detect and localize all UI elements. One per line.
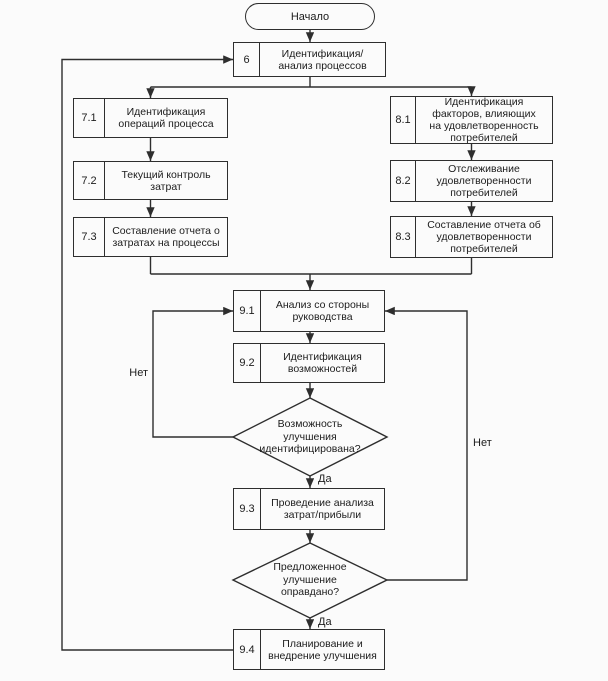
decision-2-label: Предложенное улучшение оправдано?: [273, 561, 347, 599]
process-box-93: 9.3 Проведение анализа затрат/прибыли: [233, 488, 385, 530]
process-box-82-label: Отслеживание удовлетворенности потребите…: [436, 163, 532, 199]
process-box-6: 6 Идентификация/ анализ процессов: [233, 42, 386, 77]
start-terminator: Начало: [245, 3, 375, 30]
process-box-92-number: 9.2: [234, 344, 261, 382]
decision-1-diamond: [231, 397, 389, 477]
process-box-6-number: 6: [234, 43, 260, 76]
process-box-91: 9.1 Анализ со стороны руководства: [233, 290, 385, 332]
process-box-82: 8.2 Отслеживание удовлетворенности потре…: [390, 160, 553, 202]
process-box-73: 7.3 Составление отчета о затратах на про…: [73, 217, 228, 257]
edge-decision2-no-loop: [385, 306, 468, 581]
edge-label-yes-2: Да: [318, 616, 332, 628]
process-box-72-label: Текущий контроль затрат: [121, 168, 211, 193]
process-box-92-label: Идентификация возможностей: [283, 351, 362, 375]
decision-2-diamond: [231, 542, 389, 619]
edge-label-yes-1: Да: [318, 473, 332, 485]
start-label: Начало: [290, 10, 330, 23]
process-box-71-number: 7.1: [74, 99, 105, 137]
process-box-72-number: 7.2: [74, 162, 105, 199]
process-box-94: 9.4 Планирование и внедрение улучшения: [233, 629, 385, 670]
process-box-82-number: 8.2: [391, 161, 416, 201]
decision-1-label: Возможность улучшения идентифицирована?: [259, 418, 361, 456]
process-box-92: 9.2 Идентификация возможностей: [233, 343, 385, 383]
process-box-73-number: 7.3: [74, 218, 105, 256]
process-box-94-number: 9.4: [234, 630, 261, 669]
process-box-81: 8.1 Идентификация факторов, влияющих на …: [390, 96, 553, 144]
process-box-91-label: Анализ со стороны руководства: [275, 299, 370, 323]
process-box-93-number: 9.3: [234, 489, 261, 529]
process-box-91-number: 9.1: [234, 291, 261, 331]
edge-94-feedback-to-6: [61, 55, 233, 651]
process-box-71-label: Идентификация операций процесса: [118, 106, 214, 130]
process-box-83: 8.3 Составление отчета об удовлетворенно…: [390, 216, 553, 258]
process-box-6-label: Идентификация/ анализ процессов: [278, 47, 367, 72]
process-box-71: 7.1 Идентификация операций процесса: [73, 98, 228, 138]
process-box-83-number: 8.3: [391, 217, 416, 257]
process-box-93-label: Проведение анализа затрат/прибыли: [271, 497, 374, 521]
edge-label-no-right: Нет: [473, 437, 492, 449]
process-box-73-label: Составление отчета о затратах на процесс…: [112, 225, 220, 249]
process-box-94-label: Планирование и внедрение улучшения: [268, 637, 377, 662]
process-box-81-label: Идентификация факторов, влияющих на удов…: [429, 96, 539, 144]
edge-label-no-left: Нет: [129, 367, 148, 379]
process-box-72: 7.2 Текущий контроль затрат: [73, 161, 228, 200]
edge-decision1-no-loop: [152, 306, 233, 438]
process-box-81-number: 8.1: [391, 97, 416, 143]
process-box-83-label: Составление отчета об удовлетворенности …: [427, 219, 541, 255]
